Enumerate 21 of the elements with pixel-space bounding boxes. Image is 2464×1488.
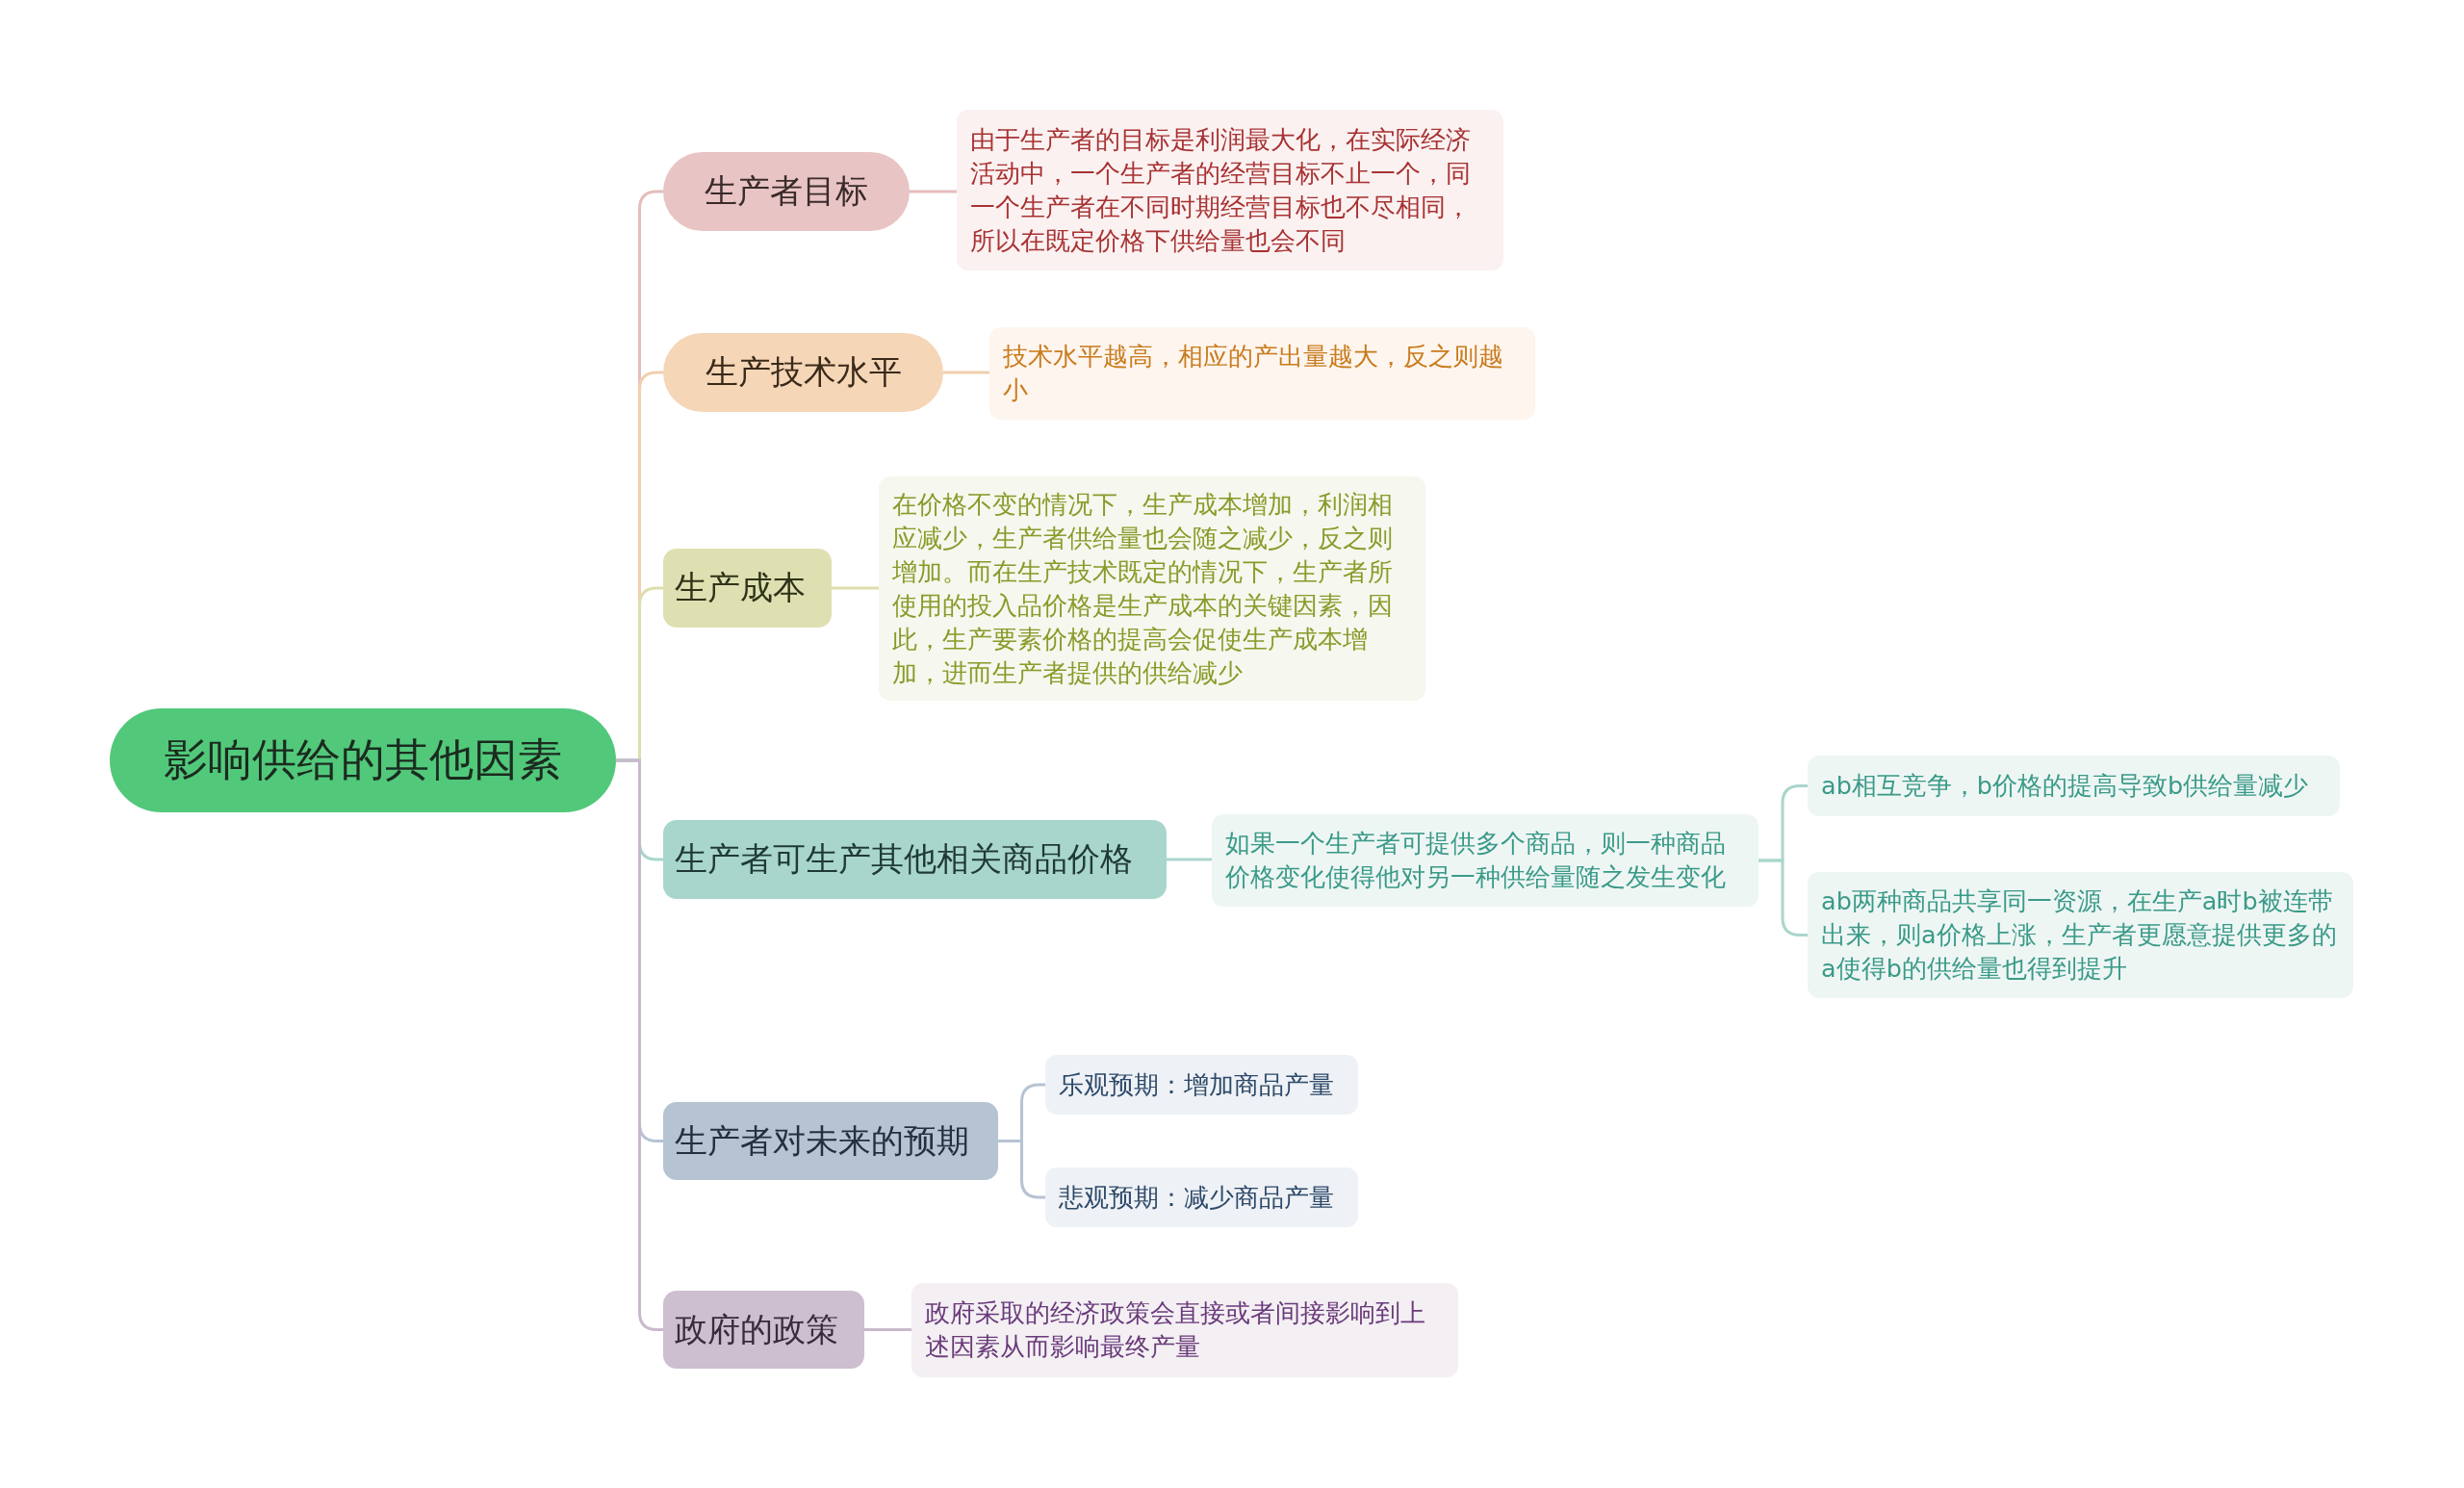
- topic-box: 生产者目标: [663, 152, 910, 231]
- note-box: 由于生产者的目标是利润最大化，在实际经济活动中，一个生产者的经营目标不止一个，同一个生产者在不同时期经营目标也不尽相同，所以在既定价格下供给量也会不同: [957, 110, 1503, 270]
- topic-box: 生产技术水平: [663, 333, 943, 412]
- connector-line: [864, 1328, 911, 1331]
- connector-line: [910, 190, 957, 193]
- note-box: ab两种商品共享同一资源，在生产a时b被连带出来，则a价格上涨，生产者更愿意提供更多的a使得b的供给量也得到提升: [1808, 872, 2353, 998]
- note-box: 在价格不变的情况下，生产成本增加，利润相应减少，生产者供给量也会随之减少，反之则增加。而在生产技术既定的情况下，生产者所使用的投入品价格是生产成本的关键因素，因此，生产要素价格的提高会促使生产成本增加，进而生产者提供的供给减少: [879, 476, 1425, 701]
- note-box: ab相互竞争，b价格的提高导致b供给量减少: [1808, 756, 2340, 816]
- root-topic: 影响供给的其他因素: [110, 708, 616, 812]
- topic-box: 生产者对未来的预期: [663, 1102, 998, 1180]
- connector-line: [943, 371, 989, 374]
- note-box: 乐观预期：增加商品产量: [1045, 1055, 1358, 1115]
- note-box: 如果一个生产者可提供多个商品，则一种商品价格变化使得他对另一种供给量随之发生变化: [1212, 814, 1758, 907]
- note-box: 技术水平越高，相应的产出量越大，反之则越小: [989, 327, 1535, 420]
- note-box: 悲观预期：减少商品产量: [1045, 1167, 1358, 1227]
- note-box: 政府采取的经济政策会直接或者间接影响到上述因素从而影响最终产量: [911, 1283, 1458, 1377]
- connector-line: [1167, 858, 1212, 861]
- topic-box: 生产者可生产其他相关商品价格: [663, 820, 1167, 899]
- topic-box: 生产成本: [663, 549, 832, 628]
- topic-box: 政府的政策: [663, 1291, 864, 1369]
- connector-line: [832, 586, 879, 590]
